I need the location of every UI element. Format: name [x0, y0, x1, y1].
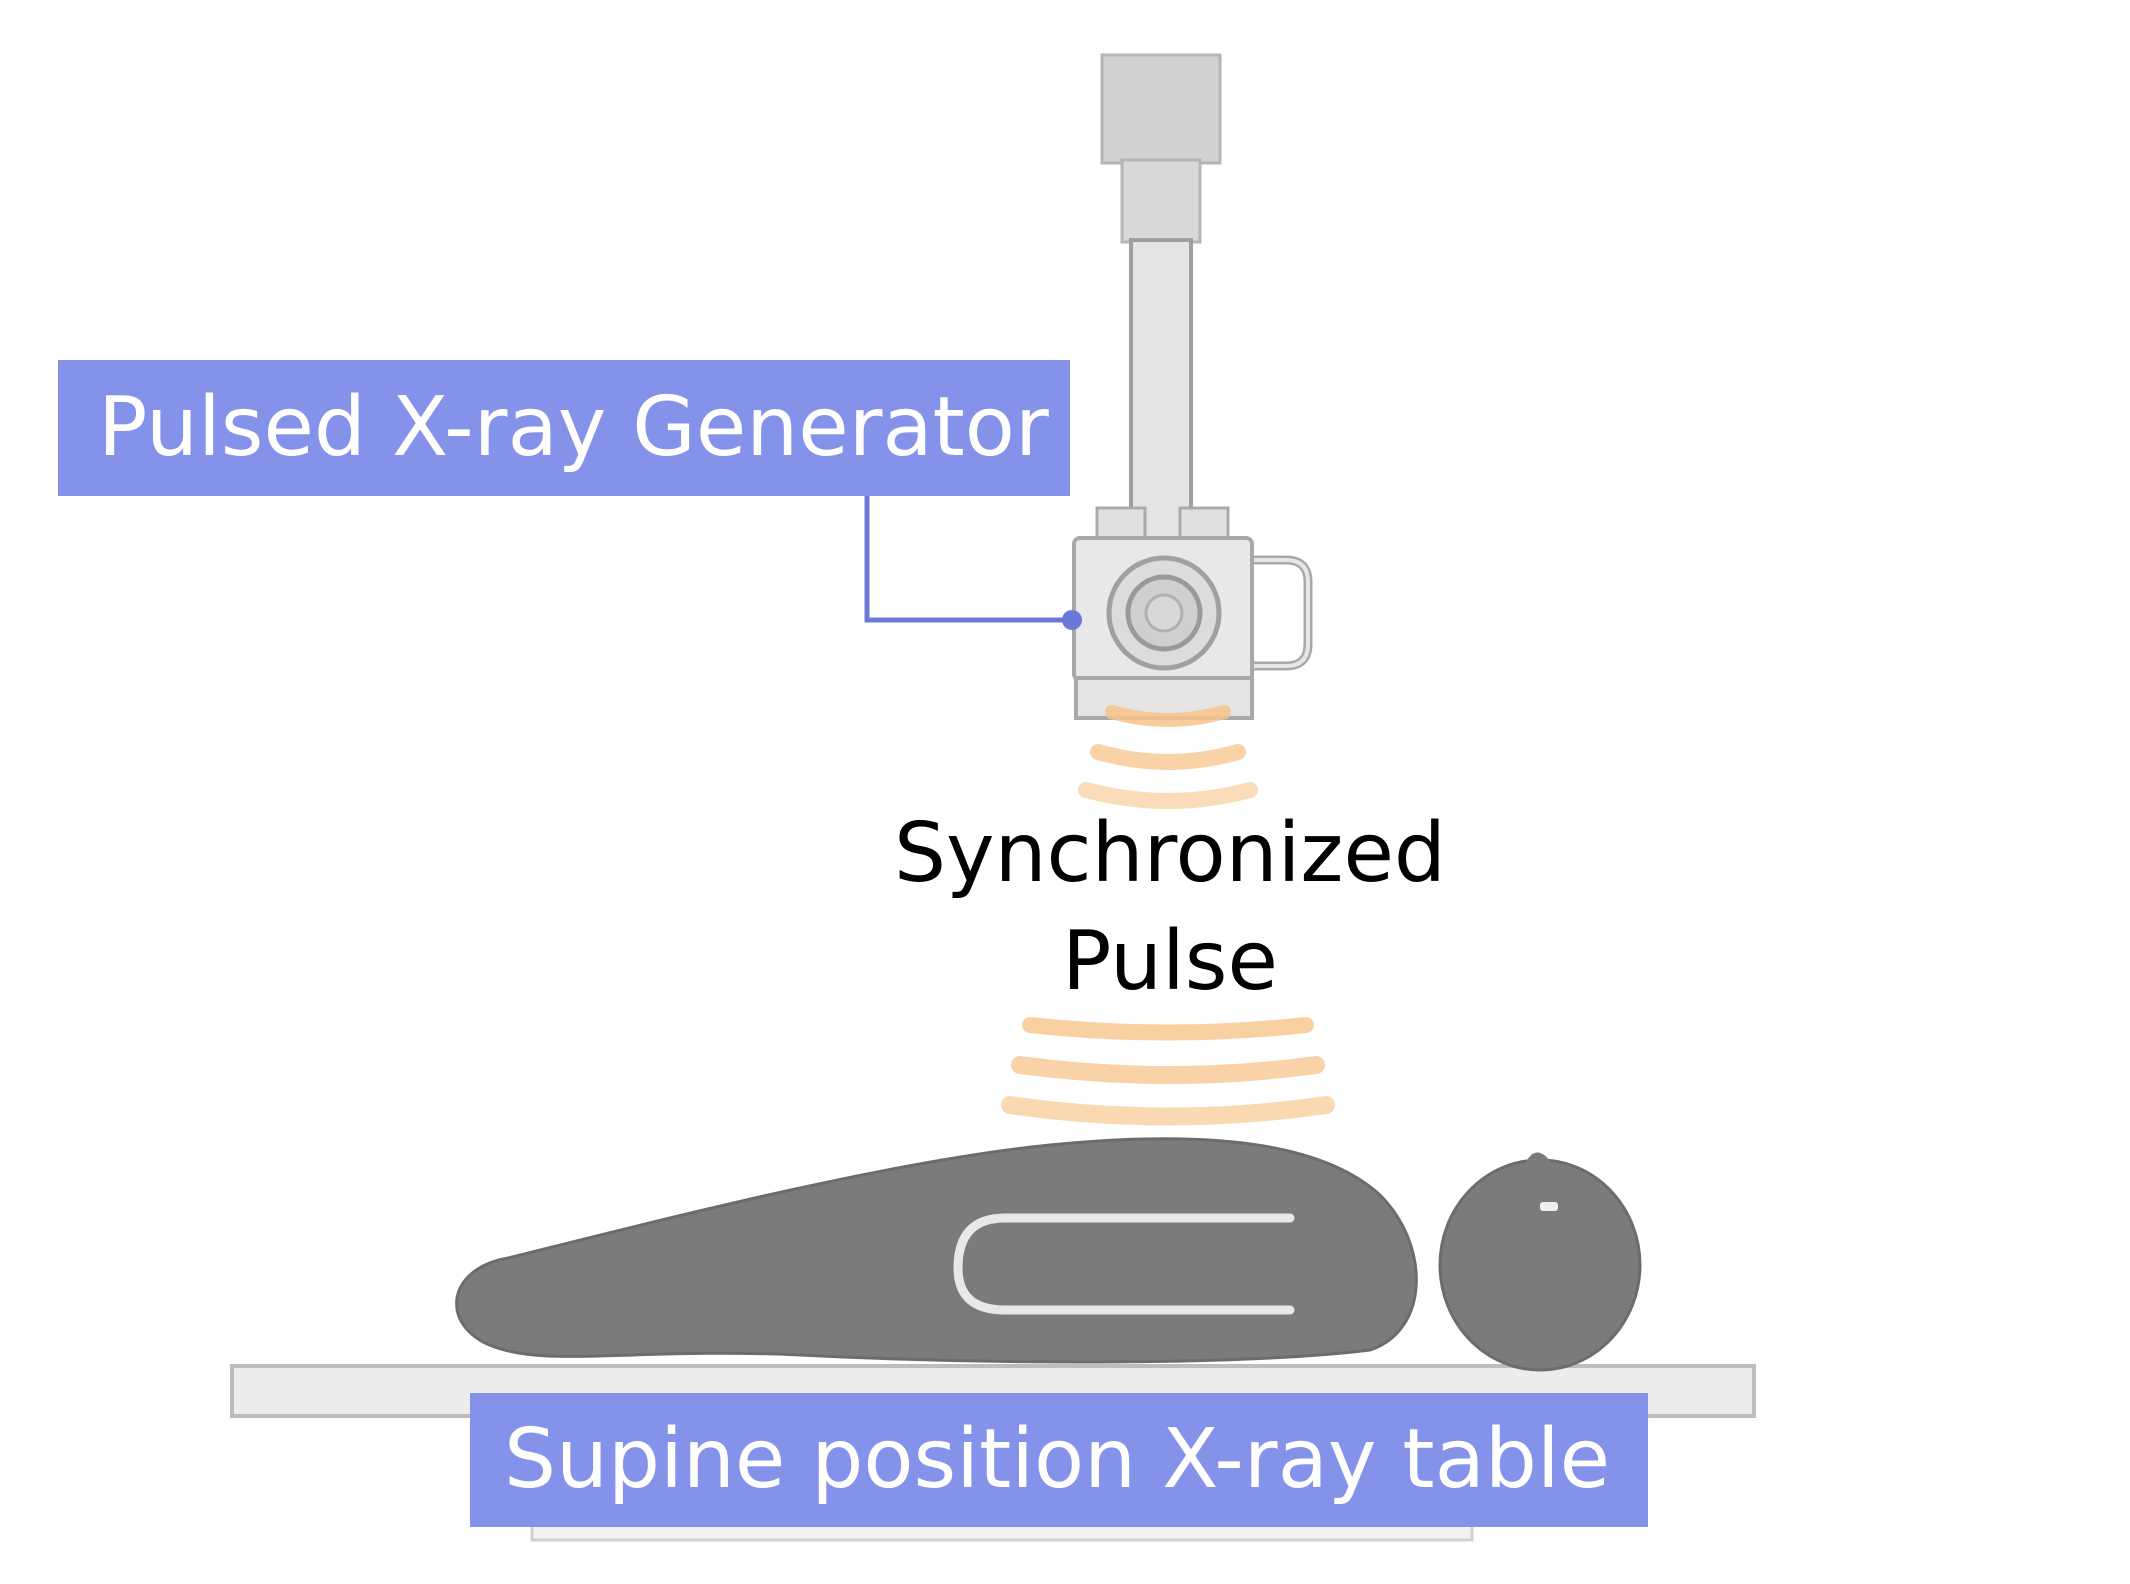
- xray-generator-head: [1072, 506, 1313, 720]
- table-label: Supine position X-ray table: [470, 1393, 1648, 1527]
- pulse-waves: [1001, 705, 1335, 1126]
- pulse-label-line-1: Synchronized: [894, 806, 1446, 901]
- synchronized-pulse-label: Synchronized Pulse: [880, 800, 1460, 1016]
- generator-label: Pulsed X-ray Generator: [58, 360, 1070, 496]
- ceiling-arm: [1100, 53, 1222, 572]
- pulse-label-line-2: Pulse: [1062, 914, 1278, 1009]
- generator-connector: [864, 496, 1082, 630]
- patient-figure: [455, 1137, 1642, 1372]
